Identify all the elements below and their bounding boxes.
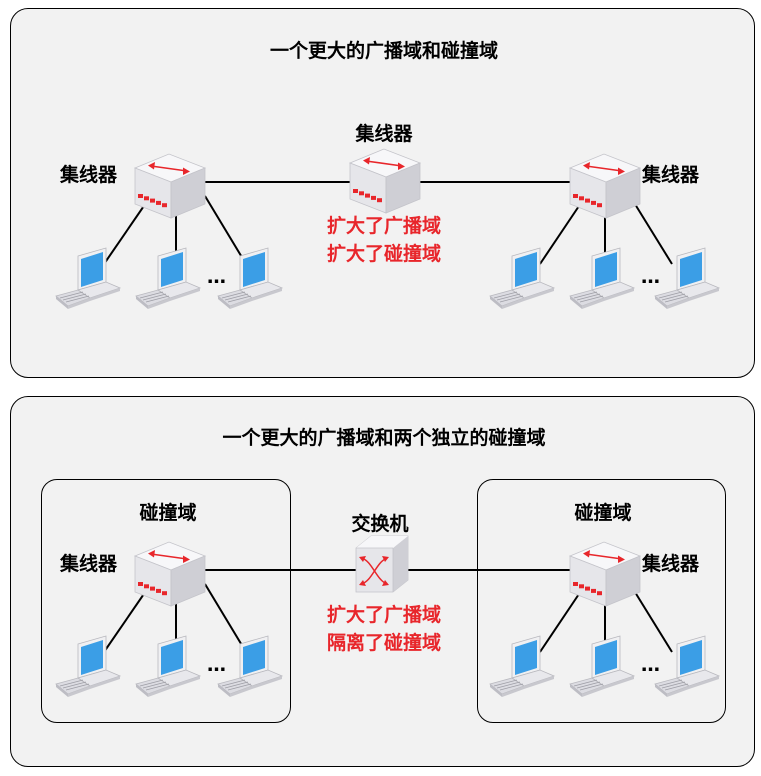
hub-icon (569, 153, 641, 219)
hub-icon (569, 541, 641, 607)
link-left-hub-laptop-1 (103, 587, 149, 653)
laptop-icon (135, 247, 201, 310)
link-left-hub-laptop-3 (204, 195, 247, 265)
bottom-panel-title: 一个更大的广播域和两个独立的碰撞域 (222, 427, 546, 449)
left-hub-label: 集线器 (60, 164, 118, 186)
link-right-hub-laptop-3 (629, 583, 673, 653)
laptop-icon (55, 635, 121, 698)
bottom-note-collision: 隔离了碰撞域 (326, 632, 442, 654)
laptop-icon (654, 247, 720, 310)
laptop-icon (135, 635, 201, 698)
top-note-collision: 扩大了碰撞域 (326, 243, 442, 265)
link-right-hub-laptop-1 (539, 587, 584, 653)
right-hub-label: 集线器 (642, 164, 700, 186)
more-devices-ellipsis: … (641, 266, 660, 288)
link-left-hub-laptop-3 (204, 583, 247, 653)
laptop-icon (654, 635, 720, 698)
laptop-icon (55, 247, 121, 310)
laptop-icon (217, 247, 283, 310)
center-hub-label: 集线器 (355, 123, 413, 145)
link-right-hub-laptop-1 (539, 199, 584, 265)
link-left-hub-laptop-1 (103, 199, 149, 265)
left-hub-label: 集线器 (60, 553, 118, 575)
laptop-icon (217, 635, 283, 698)
top-panel-title: 一个更大的广播域和碰撞域 (269, 40, 499, 62)
laptop-icon (569, 247, 635, 310)
link-right-hub-laptop-3 (629, 195, 673, 265)
bottom-note-broadcast: 扩大了广播域 (326, 604, 442, 626)
laptop-icon (569, 635, 635, 698)
hub-icon (134, 541, 206, 607)
right-hub-label: 集线器 (642, 553, 700, 575)
switch-icon (355, 535, 409, 593)
hub-icon (134, 153, 206, 219)
more-devices-ellipsis: … (207, 266, 226, 288)
left-collision-domain-label: 碰撞域 (139, 502, 197, 524)
more-devices-ellipsis: … (207, 654, 226, 676)
hub-icon (349, 148, 421, 214)
right-collision-domain-label: 碰撞域 (574, 502, 632, 524)
more-devices-ellipsis: … (641, 654, 660, 676)
switch-label: 交换机 (351, 513, 409, 535)
top-note-broadcast: 扩大了广播域 (326, 215, 442, 237)
